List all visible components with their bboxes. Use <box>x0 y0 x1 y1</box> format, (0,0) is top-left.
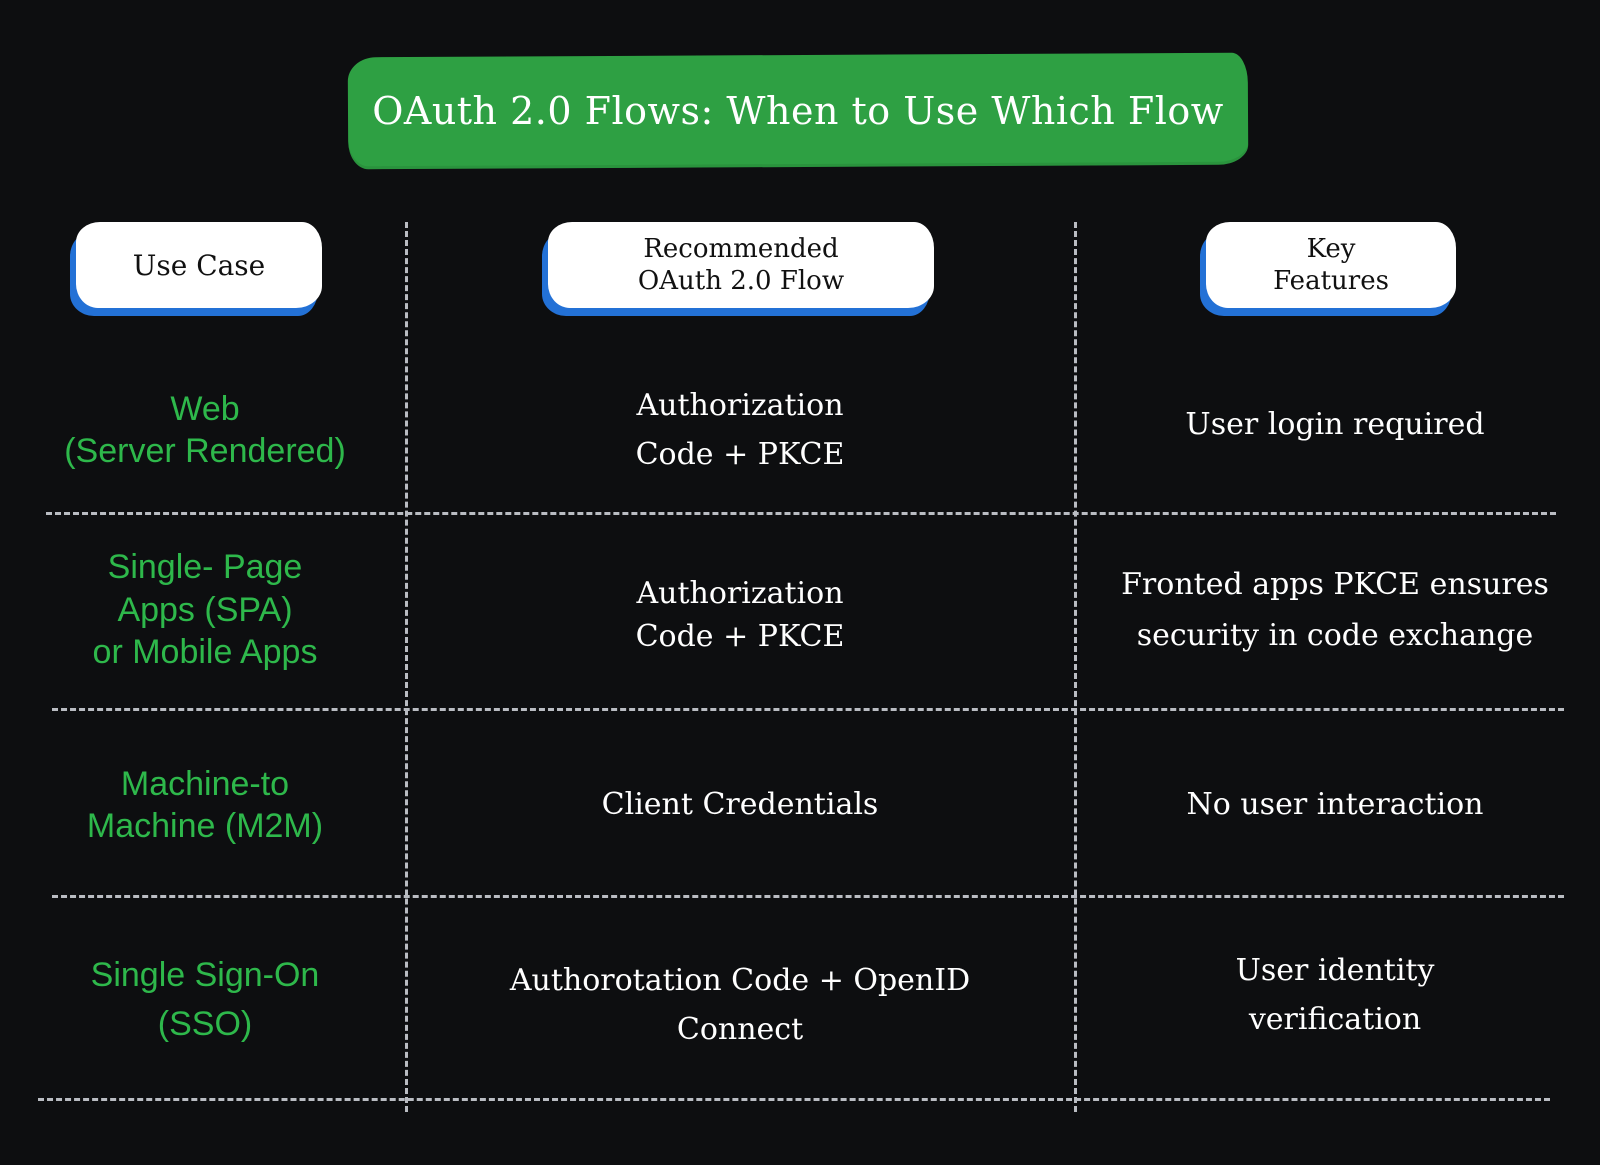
header-line: Features <box>1273 266 1389 296</box>
text-line: Code + PKCE <box>635 437 845 472</box>
row-4-flow: Authorotation Code + OpenID Connect <box>420 945 1060 1065</box>
header-line: Use Case <box>132 248 266 282</box>
row-4-features: User identity verification <box>1090 935 1580 1055</box>
diagram-title: OAuth 2.0 Flows: When to Use Which Flow <box>372 89 1224 133</box>
header-flow-label: Recommended OAuth 2.0 Flow <box>548 222 934 308</box>
row-2-flow: Authorization Code + PKCE <box>420 560 1060 670</box>
text-line: security in code exchange <box>1136 618 1534 653</box>
text-line: Machine (M2M) <box>86 807 324 845</box>
text-line: No user interaction <box>1186 787 1484 823</box>
text-line: (SSO) <box>157 1005 253 1043</box>
text-line: Client Credentials <box>601 787 879 823</box>
row-3-features: No user interaction <box>1090 770 1580 840</box>
header-use-case-label: Use Case <box>76 222 322 308</box>
text-line: Single Sign-On <box>90 955 320 994</box>
row-3-flow: Client Credentials <box>420 770 1060 840</box>
text-line: User login required <box>1185 407 1485 443</box>
text-line: Web <box>170 389 240 428</box>
text-line: Code + PKCE <box>635 619 845 654</box>
header-use-case: Use Case <box>70 222 322 316</box>
column-divider-2 <box>1074 222 1077 1112</box>
row-divider-1 <box>46 512 1556 515</box>
text-line: Fronted apps PKCE ensures <box>1121 567 1549 602</box>
text-line: User identity <box>1235 952 1435 988</box>
row-divider-3 <box>52 895 1564 898</box>
text-line: verification <box>1248 1002 1422 1037</box>
row-3-use-case: Machine-to Machine (M2M) <box>30 755 380 855</box>
text-line: Apps (SPA) <box>117 590 293 629</box>
text-line: Authorization <box>636 387 844 423</box>
text-line: Single- Page <box>107 548 303 587</box>
row-2-use-case: Single- Page Apps (SPA) or Mobile Apps <box>30 540 380 680</box>
row-divider-4 <box>38 1098 1550 1101</box>
text-line: Connect <box>676 1012 804 1047</box>
text-line: Authorization <box>636 575 844 611</box>
text-line: (Server Rendered) <box>64 432 346 470</box>
text-line: Machine-to <box>120 764 290 803</box>
header-recommended-flow: Recommended OAuth 2.0 Flow <box>542 222 934 316</box>
text-line: Authorotation Code + OpenID <box>509 962 971 998</box>
row-1-flow: Authorization Code + PKCE <box>420 370 1060 490</box>
row-1-features: User login required <box>1090 370 1580 480</box>
row-2-features: Fronted apps PKCE ensures security in co… <box>1090 550 1580 670</box>
header-line: Key <box>1306 233 1356 264</box>
header-line: OAuth 2.0 Flow <box>637 266 845 296</box>
row-divider-2 <box>52 708 1564 711</box>
header-line: Recommended <box>643 233 839 264</box>
row-1-use-case: Web (Server Rendered) <box>30 370 380 490</box>
header-key-features: Key Features <box>1200 222 1456 316</box>
row-4-use-case: Single Sign-On (SSO) <box>30 945 380 1055</box>
header-features-label: Key Features <box>1206 222 1456 308</box>
column-divider-1 <box>405 222 408 1112</box>
text-line: or Mobile Apps <box>92 633 318 672</box>
